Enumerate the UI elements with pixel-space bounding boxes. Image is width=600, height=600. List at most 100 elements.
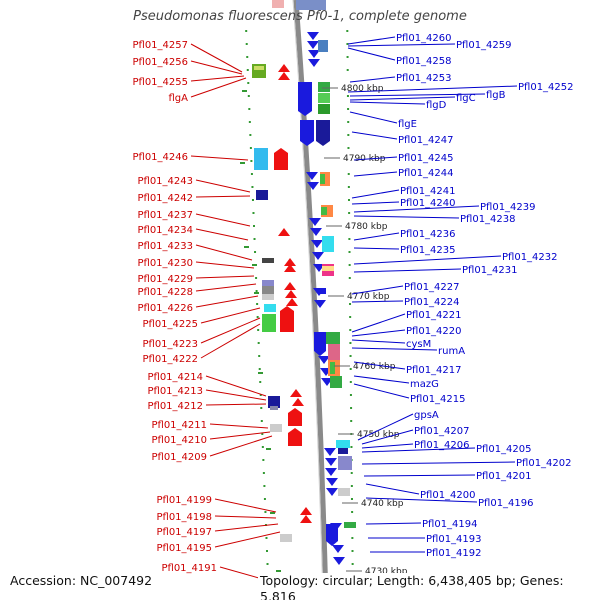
reverse-leader-line (190, 43, 243, 73)
left-tick-track-dot (256, 316, 259, 318)
right-tick-track-dot (347, 134, 350, 136)
forward-gene-arrow (307, 182, 319, 190)
reverse-gene-label: Pfl01_4225 (142, 319, 198, 330)
reverse-gene-block (288, 408, 302, 426)
reverse-gene-arrow (278, 72, 290, 80)
forward-gene-labels: Pfl01_4260Pfl01_4259Pfl01_4258Pfl01_4253… (347, 33, 574, 559)
forward-leader-line (361, 429, 414, 445)
reverse-leader-line (195, 244, 253, 261)
reverse-gene-label: Pfl01_4226 (137, 303, 193, 314)
reverse-leader-line (190, 155, 249, 161)
left-tick-track-dot (258, 355, 261, 357)
reverse-leader-line (214, 515, 277, 519)
forward-gene-arrow (308, 50, 320, 58)
left-tick-track-dot (260, 407, 263, 409)
forward-gene-block (314, 332, 326, 356)
right-tick-track-dot (351, 511, 354, 513)
reverse-gene-arrow (285, 290, 297, 298)
forward-leader-line (351, 131, 398, 140)
right-tick-track-dot (349, 381, 352, 383)
forward-gene-label: Pfl01_4202 (516, 458, 572, 469)
forward-gene-label: Pfl01_4238 (460, 214, 516, 225)
right-tick-track-dot (347, 108, 350, 110)
forward-gene-label: Pfl01_4193 (426, 534, 482, 545)
gene-tick-mark (276, 570, 281, 572)
reverse-gene-block (280, 306, 294, 332)
left-tick-track-dot (254, 251, 257, 253)
gene-feature-box (270, 424, 282, 432)
right-tick-track-dot (348, 264, 351, 266)
gene-feature-box (262, 258, 274, 263)
forward-gene-arrow (332, 545, 344, 553)
forward-leader-line (351, 285, 404, 295)
forward-gene-label: Pfl01_4244 (398, 168, 454, 179)
right-tick-track-dot (350, 472, 353, 474)
reverse-gene-block (288, 428, 302, 446)
scale-marker-label: 4730 kbp (365, 567, 408, 577)
forward-gene-label: flgD (426, 100, 447, 111)
gene-feature-box (330, 362, 335, 374)
forward-gene-label: Pfl01_4259 (456, 40, 512, 51)
left-tick-track-dot (261, 446, 264, 448)
forward-gene-arrow (318, 356, 330, 364)
gene-feature-box (322, 266, 334, 271)
gene-tick-mark (258, 372, 263, 374)
forward-gene-label: Pfl01_4231 (462, 265, 518, 276)
forward-leader-line (363, 474, 476, 477)
gene-feature-box (322, 236, 334, 252)
gene-feature-box (262, 294, 274, 300)
reverse-leader-line (205, 375, 267, 397)
reverse-leader-line (200, 323, 261, 359)
forward-gene-label: Pfl01_4235 (400, 245, 456, 256)
reverse-gene-label: Pfl01_4212 (147, 401, 203, 412)
forward-gene-arrow (311, 240, 323, 248)
reverse-gene-label: Pfl01_4197 (156, 527, 212, 538)
right-tick-track-dot (348, 251, 351, 253)
right-tick-track-dot (350, 485, 353, 487)
forward-gene-label: flgE (398, 119, 417, 130)
left-tick-track-dot (250, 160, 253, 162)
left-tick-track-dot (263, 485, 266, 487)
scale-marker-label: 4800 kbp (341, 84, 384, 94)
reverse-gene-label: Pfl01_4209 (151, 452, 207, 463)
reverse-leader-line (195, 275, 255, 279)
left-tick-track-dot (259, 394, 262, 396)
forward-gene-label: Pfl01_4240 (400, 198, 456, 209)
forward-gene-block (326, 524, 338, 546)
right-tick-track-dot (349, 303, 352, 305)
gene-feature-box (318, 82, 330, 92)
forward-leader-line (353, 156, 398, 161)
reverse-gene-label: Pfl01_4211 (151, 420, 207, 431)
forward-leader-line (351, 329, 406, 337)
right-tick-track-dot (347, 199, 350, 201)
right-tick-track-dot (348, 212, 351, 214)
reverse-leader-line (209, 423, 269, 429)
left-tick-track-dot (255, 277, 258, 279)
reverse-leader-line (195, 283, 257, 292)
right-tick-track-dot (346, 56, 349, 58)
accession-label: Accession: NC_007492 (10, 573, 153, 589)
forward-gene-label: rumA (438, 346, 465, 357)
forward-gene-label: Pfl01_4245 (398, 153, 454, 164)
reverse-leader-line (200, 307, 261, 324)
gene-tick-mark (254, 292, 259, 294)
gene-feature-box (262, 280, 274, 286)
forward-leader-line (351, 189, 400, 199)
gene-tick-mark (244, 246, 249, 248)
reverse-gene-label: Pfl01_4210 (151, 435, 207, 446)
reverse-gene-label: Pfl01_4256 (132, 57, 188, 68)
forward-gene-block (316, 120, 330, 146)
reverse-gene-label: Pfl01_4242 (137, 193, 193, 204)
reverse-gene-label: Pfl01_4222 (142, 354, 198, 365)
forward-gene-block (298, 82, 312, 116)
right-tick-track-dot (350, 407, 353, 409)
reverse-gene-arrow (284, 258, 296, 266)
left-tick-track-dot (266, 563, 269, 565)
forward-gene-arrow (325, 458, 337, 466)
gene-feature-box (338, 456, 352, 470)
forward-gene-label: Pfl01_4253 (396, 73, 452, 84)
left-tick-track-dot (263, 498, 266, 500)
right-tick-track-dot (346, 95, 349, 97)
reverse-gene-arrow (286, 298, 298, 306)
forward-gene-label: Pfl01_4207 (414, 426, 470, 437)
